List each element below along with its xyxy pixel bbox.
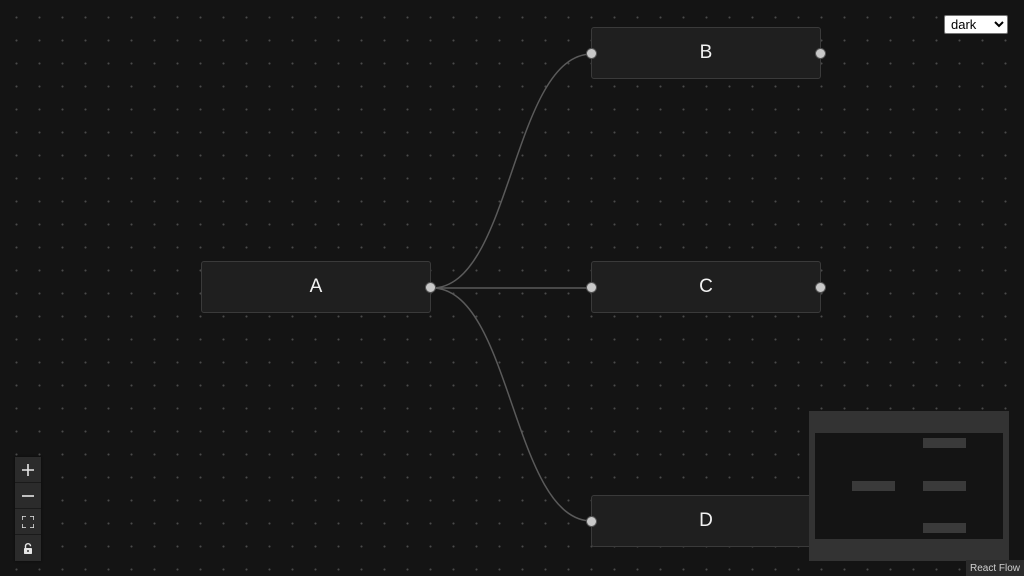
minimap-node-b [923, 438, 966, 448]
fit-view-button[interactable] [15, 509, 41, 535]
minimap-node-a [852, 481, 895, 491]
node-b[interactable]: B [586, 27, 826, 79]
minimap-viewport[interactable] [815, 433, 1003, 539]
node-b-target-handle[interactable] [586, 47, 597, 59]
node-b-label: B [699, 42, 713, 63]
edge-a-b[interactable] [431, 53, 593, 289]
zoom-in-button[interactable] [15, 457, 41, 483]
edge-a-d[interactable] [431, 287, 593, 522]
minimap[interactable] [809, 411, 1009, 561]
node-a-source-handle[interactable] [425, 281, 436, 293]
node-c-source-handle[interactable] [815, 281, 826, 293]
lock-icon [24, 542, 32, 554]
fit-view-icon [22, 515, 34, 528]
node-c[interactable]: C [586, 261, 826, 313]
node-d-target-handle[interactable] [586, 515, 597, 527]
node-a-label: A [309, 276, 323, 297]
node-a[interactable]: A [201, 261, 436, 313]
flow-controls [15, 457, 41, 561]
node-d[interactable]: D [586, 495, 821, 547]
node-d-label: D [699, 510, 713, 531]
plus-icon [22, 463, 34, 476]
lock-button[interactable] [15, 535, 41, 561]
node-c-target-handle[interactable] [586, 281, 597, 293]
minimap-node-d [923, 523, 966, 533]
minus-icon [22, 494, 34, 497]
attribution-link[interactable]: React Flow [965, 560, 1024, 576]
theme-select[interactable]: dark light system [944, 15, 1008, 34]
node-b-source-handle[interactable] [815, 47, 826, 59]
node-c-label: C [699, 276, 713, 297]
minimap-node-c [923, 481, 966, 491]
zoom-out-button[interactable] [15, 483, 41, 509]
